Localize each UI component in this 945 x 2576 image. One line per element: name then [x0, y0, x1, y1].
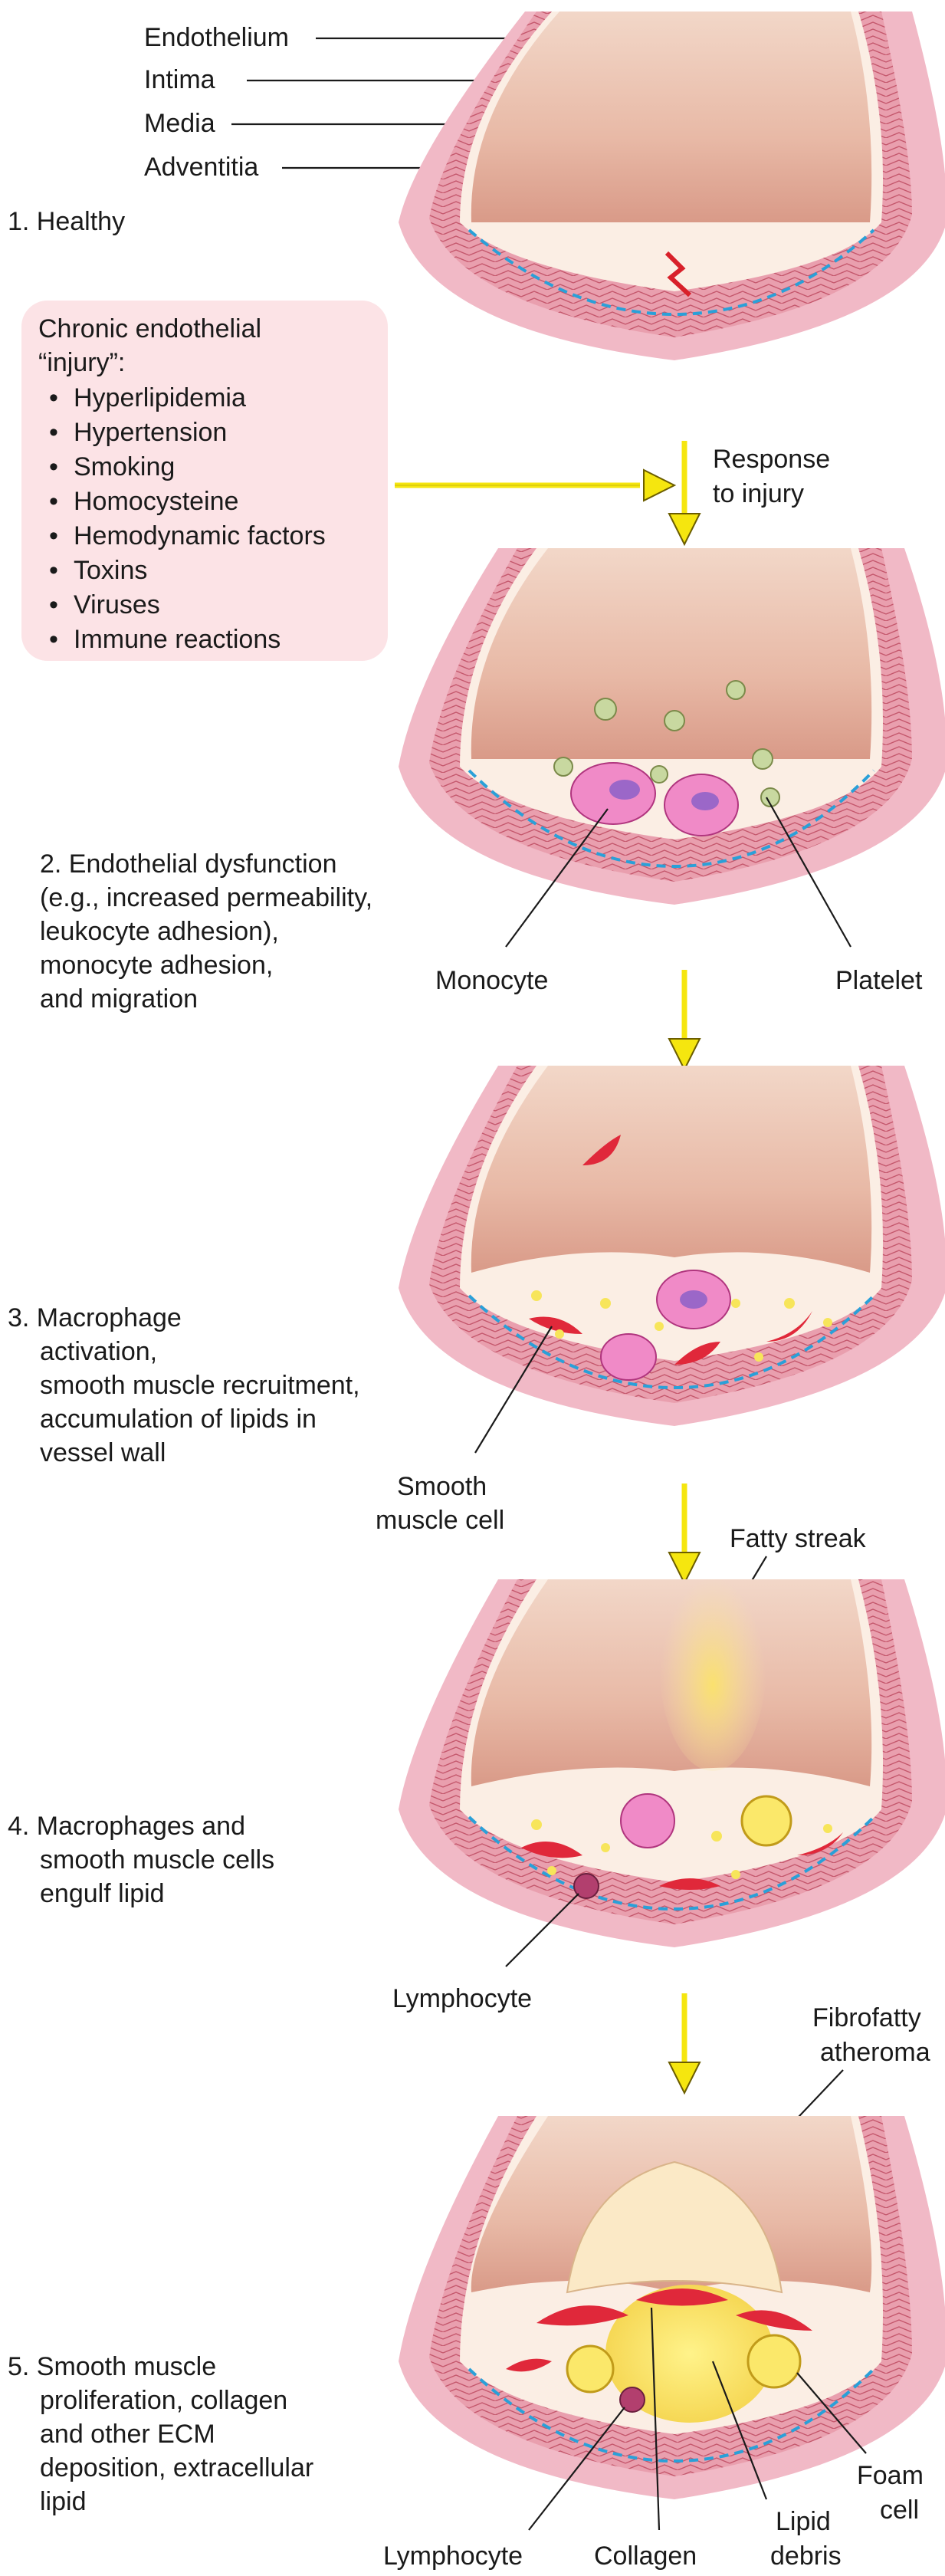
label-collagen: Collagen: [594, 2542, 697, 2571]
stage-5-text-2: proliferation, collagen: [40, 2386, 287, 2415]
injury-bullet-marker: •: [49, 452, 58, 481]
label-platelet: Platelet: [835, 966, 923, 995]
label-lymphocyte-5: Lymphocyte: [383, 2542, 523, 2571]
stage-2-text-5: and migration: [40, 984, 198, 1014]
injury-bullet-marker: •: [49, 418, 58, 447]
label-fatty-streak: Fatty streak: [730, 1524, 867, 1553]
vessel-stage-5: [399, 2116, 945, 2499]
injury-bullet-marker: •: [49, 556, 58, 585]
label-foam-2: cell: [880, 2496, 919, 2525]
injury-bullet: Toxins: [74, 556, 147, 585]
vessel-stage-4: [399, 1556, 945, 1947]
label-lipid-2: debris: [770, 2542, 842, 2571]
label-smooth-muscle-2: muscle cell: [376, 1506, 504, 1535]
label-monocyte: Monocyte: [435, 966, 548, 995]
injury-bullet: Hemodynamic factors: [74, 521, 326, 550]
injury-box-title-2: “injury”:: [38, 348, 125, 377]
injury-arrow: [395, 468, 677, 502]
label-endothelium: Endothelium: [144, 23, 289, 52]
stage-5-text-4: deposition, extracellular: [40, 2453, 313, 2482]
stage-4-text-2: smooth muscle cells: [40, 1845, 274, 1875]
injury-box-bg: [21, 301, 388, 661]
vessel-stage-2: [399, 548, 945, 905]
injury-bullet-marker: •: [49, 590, 58, 619]
stage-5-text-1: 5. Smooth muscle: [8, 2352, 216, 2381]
vessel-healthy: [399, 12, 945, 360]
vessel-stage-3: [399, 1066, 945, 1426]
stage-arrow-4: [668, 1993, 701, 2095]
injury-bullet: Viruses: [74, 590, 160, 619]
injury-bullet: Hypertension: [74, 418, 227, 447]
injury-bullet-marker: •: [49, 521, 58, 550]
stage-1-text: 1. Healthy: [8, 207, 125, 236]
injury-bullets: • Hyperlipidemia • Hypertension • Smokin…: [49, 383, 326, 654]
stage-4-text-1: 4. Macrophages and: [8, 1812, 245, 1841]
stage-5-text-3: and other ECM: [40, 2420, 215, 2449]
label-intima: Intima: [144, 65, 215, 94]
label-fibrofatty-1: Fibrofatty: [812, 2003, 921, 2032]
stage-2-text-1: 2. Endothelial dysfunction: [40, 849, 336, 879]
injury-box: Chronic endothelial “injury”: • Hyperlip…: [21, 301, 388, 661]
stage-4-text-3: engulf lipid: [40, 1879, 165, 1908]
label-lipid-1: Lipid: [776, 2507, 831, 2536]
label-lymphocyte-4: Lymphocyte: [392, 1984, 532, 2013]
stage-3-text-3: smooth muscle recruitment,: [40, 1371, 360, 1400]
stage-2-text-2: (e.g., increased permeability,: [40, 883, 372, 912]
stage-arrow-2: [668, 970, 701, 1072]
response-arrow: [668, 441, 701, 547]
stage-2-text-3: leukocyte adhesion),: [40, 917, 279, 946]
stage-3-text-1: 3. Macrophage: [8, 1303, 182, 1332]
injury-bullet: Immune reactions: [74, 625, 281, 654]
injury-bullet: Homocysteine: [74, 487, 238, 516]
label-foam-1: Foam: [857, 2461, 924, 2490]
label-adventitia: Adventitia: [144, 153, 258, 182]
injury-bullet-marker: •: [49, 487, 58, 516]
injury-bullet-marker: •: [49, 625, 58, 654]
injury-bullet-marker: •: [49, 383, 58, 412]
injury-box-title-1: Chronic endothelial: [38, 314, 261, 343]
injury-bullet: Hyperlipidemia: [74, 383, 246, 412]
stage-3-text-5: vessel wall: [40, 1438, 166, 1467]
label-smooth-muscle-1: Smooth: [397, 1472, 487, 1501]
response-label-2: to injury: [713, 479, 804, 508]
stage-3-text-4: accumulation of lipids in: [40, 1405, 317, 1434]
injury-bullet: Smoking: [74, 452, 175, 481]
stage-3-text-2: activation,: [40, 1337, 157, 1366]
label-fibrofatty-2: atheroma: [820, 2038, 930, 2067]
label-media: Media: [144, 109, 215, 138]
response-label-1: Response: [713, 445, 830, 474]
stage-5-text-5: lipid: [40, 2487, 86, 2516]
stage-2-text-4: monocyte adhesion,: [40, 951, 273, 980]
layer-labels: Endothelium Intima Media Adventitia: [144, 23, 575, 182]
